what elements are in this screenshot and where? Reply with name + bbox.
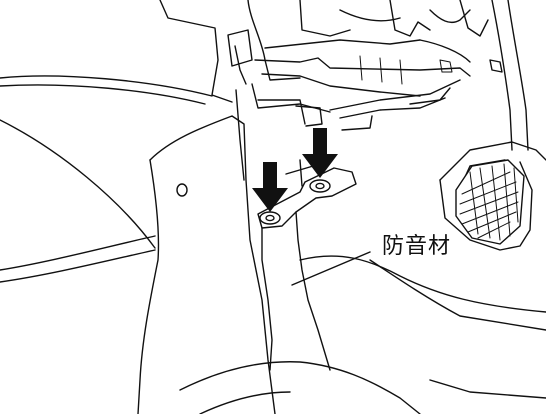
- silencer-pad: [137, 115, 421, 414]
- upper-mechanism: [227, 0, 489, 181]
- pedal-pad: [455, 159, 525, 245]
- arrow-left-bolt: [252, 162, 288, 212]
- callout-label: 防音材: [382, 234, 452, 259]
- floor-edge: [299, 255, 546, 399]
- bolt-left: [259, 211, 281, 225]
- bolt-right: [309, 179, 331, 193]
- arrow-right-bolt: [302, 128, 338, 178]
- callout-leader-line: [291, 251, 371, 286]
- dashboard-lower-panel: [0, 0, 233, 283]
